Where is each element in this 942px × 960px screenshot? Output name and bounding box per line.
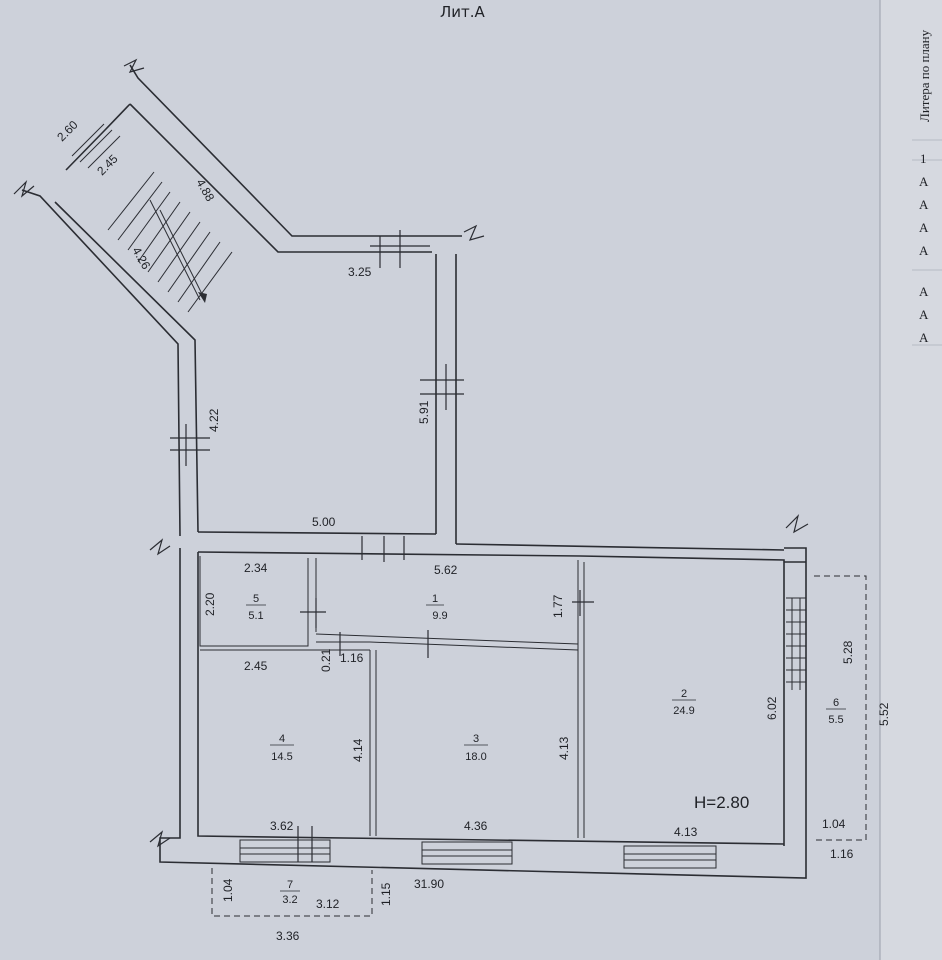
sheet-title: Лит.А bbox=[440, 3, 486, 21]
interior-walls bbox=[199, 556, 867, 917]
room-number: 7 bbox=[287, 879, 293, 891]
door-markers bbox=[170, 230, 594, 862]
dim-room1-width: 5.62 bbox=[434, 563, 458, 577]
dim-small-b: 1.16 bbox=[340, 651, 364, 665]
dim-bottom-room2: 4.13 bbox=[674, 825, 698, 839]
wall-break-marks bbox=[13, 58, 809, 848]
room-label-6: 6 5.5 bbox=[826, 697, 846, 726]
room-label-7: 7 3.2 bbox=[280, 879, 300, 906]
dim-room4-width: 2.45 bbox=[244, 659, 268, 673]
dim-room6-width: 1.04 bbox=[822, 817, 846, 831]
room-label-1: 1 9.9 bbox=[426, 593, 448, 622]
dim-room7-side: 1.15 bbox=[379, 882, 393, 906]
room-label-4: 4 14.5 bbox=[270, 733, 294, 763]
room-area: 9.9 bbox=[432, 610, 447, 622]
dim-room4-height: 4.14 bbox=[351, 738, 365, 762]
dim-room7-total: 3.36 bbox=[276, 929, 300, 943]
side-letter: A bbox=[919, 284, 929, 299]
side-column-background bbox=[880, 0, 942, 960]
room-number: 1 bbox=[432, 593, 438, 605]
side-letter: 1 bbox=[920, 151, 927, 166]
dim-outer-right-small: 1.16 bbox=[830, 847, 854, 861]
dim-total: 31.90 bbox=[414, 877, 444, 891]
room-area: 24.9 bbox=[673, 705, 694, 717]
dim-mid-wall: 5.00 bbox=[312, 515, 336, 529]
dim-bottom-room4: 3.62 bbox=[270, 819, 294, 833]
room-label-5: 5 5.1 bbox=[246, 593, 266, 622]
dim-top-wall: 3.25 bbox=[348, 265, 372, 279]
room-area: 18.0 bbox=[465, 751, 486, 763]
side-letter: A bbox=[919, 330, 929, 345]
side-column-rules bbox=[912, 139, 942, 346]
side-letter: A bbox=[919, 307, 929, 322]
dim-room7-depth: 1.04 bbox=[221, 878, 235, 902]
dim-room5-width: 2.34 bbox=[244, 561, 268, 575]
dim-room1-height: 1.77 bbox=[551, 594, 565, 618]
room-area: 14.5 bbox=[271, 751, 292, 763]
side-letter: A bbox=[919, 220, 929, 235]
room-label-3: 3 18.0 bbox=[464, 733, 488, 763]
room-number: 5 bbox=[253, 593, 259, 605]
dim-right-wall-upper: 5.91 bbox=[417, 400, 431, 424]
room-area: 3.2 bbox=[282, 894, 297, 906]
room-area: 5.1 bbox=[248, 610, 263, 622]
dim-outer-right: 5.52 bbox=[877, 702, 891, 726]
dim-room5-height: 2.20 bbox=[203, 592, 217, 616]
dim-room2-height: 6.02 bbox=[765, 696, 779, 720]
stair-direction-arrow bbox=[159, 209, 207, 303]
side-letter: A bbox=[919, 243, 929, 258]
room-area: 5.5 bbox=[828, 714, 843, 726]
window-openings bbox=[239, 839, 717, 869]
dim-room7-width: 3.12 bbox=[316, 897, 340, 911]
dim-room6-height: 5.28 bbox=[841, 640, 855, 664]
room-number: 2 bbox=[681, 688, 687, 700]
room-label-2: 2 24.9 bbox=[672, 688, 696, 717]
ceiling-height-label: H=2.80 bbox=[694, 793, 749, 812]
stair-treads bbox=[71, 123, 233, 313]
room-number: 4 bbox=[279, 733, 285, 745]
dim-bottom-room3: 4.36 bbox=[464, 819, 488, 833]
side-column-letters: 1 A A A A A A A bbox=[919, 151, 929, 345]
room-number: 6 bbox=[833, 697, 839, 709]
dim-left-wall-upper: 4.22 bbox=[207, 408, 221, 432]
side-letter: A bbox=[919, 174, 929, 189]
side-column-header: Литера по плану bbox=[917, 29, 932, 122]
dim-small-a: 0.21 bbox=[319, 648, 333, 672]
room-number: 3 bbox=[473, 733, 479, 745]
outer-walls bbox=[21, 64, 807, 879]
side-letter: A bbox=[919, 197, 929, 212]
balcony-stair-treads bbox=[786, 597, 806, 690]
dim-room3-height: 4.13 bbox=[557, 736, 571, 760]
